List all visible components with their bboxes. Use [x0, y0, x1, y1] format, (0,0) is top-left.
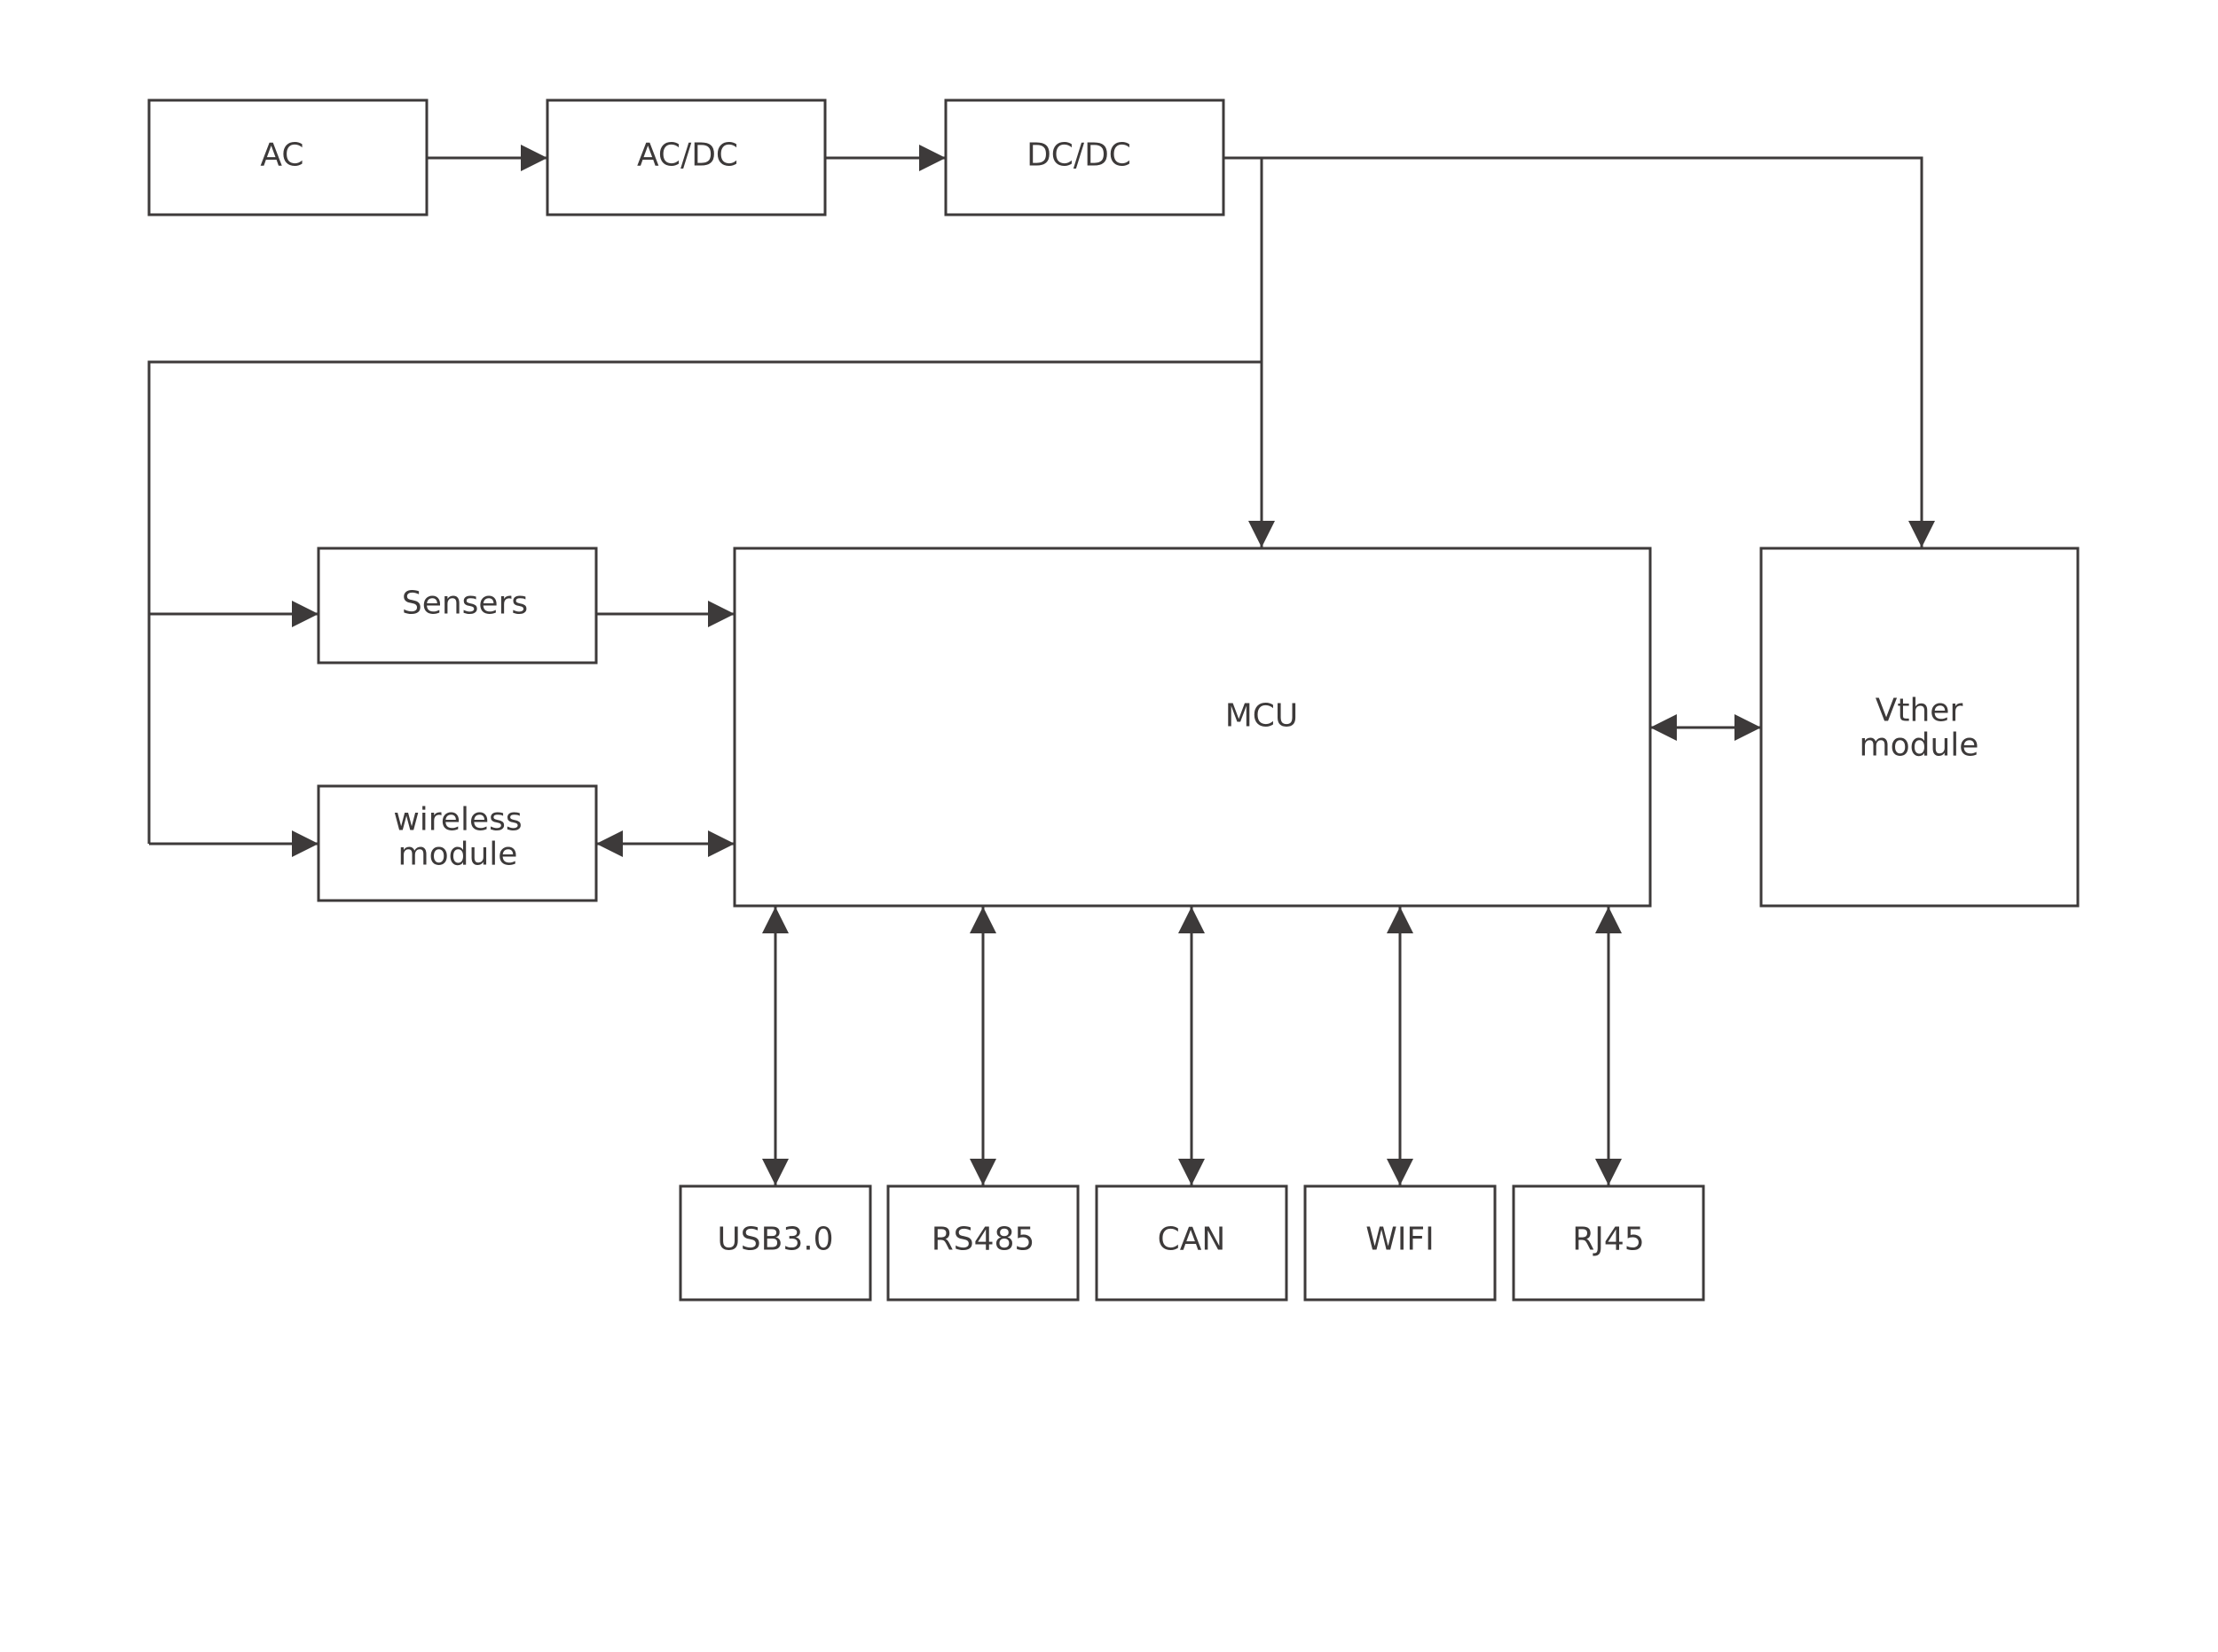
node-sensers-box: [317, 547, 598, 665]
node-usb: USB3.0: [679, 1184, 872, 1302]
node-rj45-box: [1512, 1184, 1705, 1302]
node-ac-box: [147, 98, 429, 216]
node-vther-label-line1: Vther: [1876, 693, 1963, 729]
node-wifi-box: [1303, 1184, 1497, 1302]
connectors: [147, 145, 1935, 1185]
node-rj45: RJ45: [1512, 1184, 1705, 1302]
node-dcdc-label: DC/DC: [1026, 138, 1131, 174]
node-rs485-label: RS485: [932, 1222, 1035, 1258]
node-mcu-label: MCU: [1225, 698, 1299, 735]
node-rs485-box: [886, 1184, 1080, 1302]
node-wireless-label-line2: module: [398, 837, 518, 873]
node-ac: AC: [147, 98, 429, 216]
node-rs485: RS485: [886, 1184, 1080, 1302]
node-ac-label: AC: [260, 138, 303, 174]
node-vther-box: [1759, 547, 2080, 908]
node-vther-module: Vther module: [1759, 547, 2080, 908]
node-rj45-label: RJ45: [1572, 1222, 1644, 1258]
node-usb-box: [679, 1184, 872, 1302]
node-acdc-box: [546, 98, 827, 216]
node-can-label: CAN: [1158, 1222, 1226, 1258]
node-wireless-box: [317, 784, 598, 902]
node-wifi: WIFI: [1303, 1184, 1497, 1302]
node-acdc: AC/DC: [546, 98, 827, 216]
node-sensers-label: Sensers: [402, 586, 528, 622]
node-vther-label-line2: module: [1860, 728, 1979, 764]
edge-dcdc-to-vther: [1224, 156, 1935, 547]
node-mcu: MCU: [733, 547, 1652, 908]
node-mcu-box: [733, 547, 1652, 908]
node-acdc-label: AC/DC: [637, 138, 738, 174]
node-can: CAN: [1095, 1184, 1288, 1302]
node-wifi-label: WIFI: [1365, 1222, 1435, 1258]
node-usb-label: USB3.0: [717, 1222, 833, 1258]
node-can-box: [1095, 1184, 1288, 1302]
power-bus-left: [147, 360, 1262, 844]
node-wireless-module: wireless module: [317, 784, 598, 902]
node-dcdc-box: [944, 98, 1225, 216]
node-sensers: Sensers: [317, 547, 598, 665]
node-dcdc: DC/DC: [944, 98, 1225, 216]
node-wireless-label-line1: wireless: [393, 802, 522, 838]
